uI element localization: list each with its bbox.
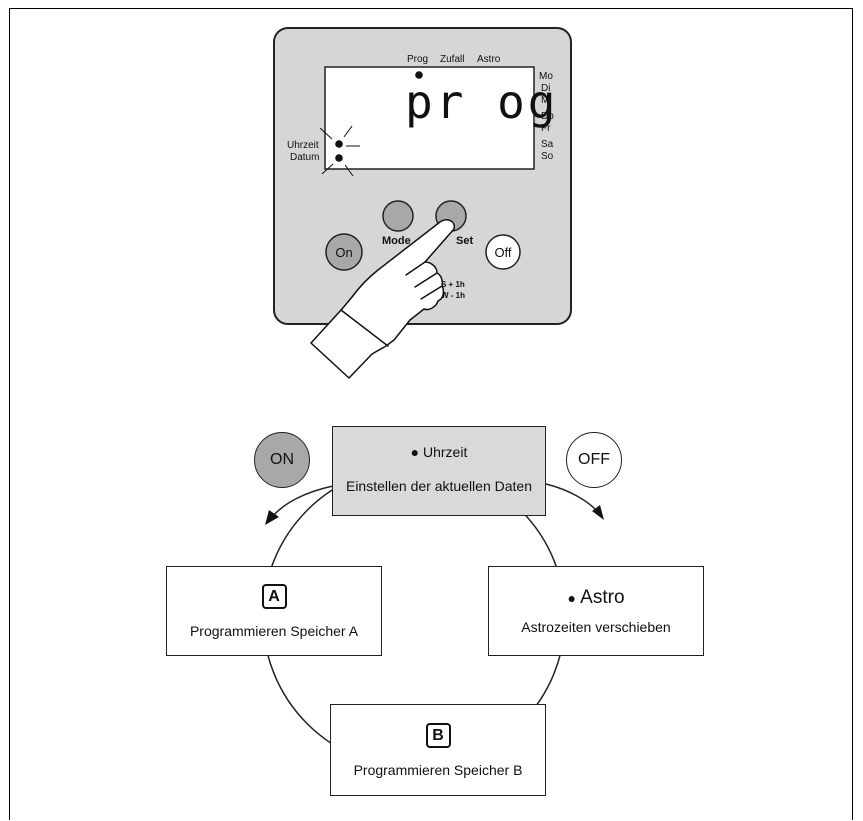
uhrzeit-indicator-dot bbox=[335, 140, 343, 148]
day-mo: Mo bbox=[539, 71, 553, 82]
day-di: Di bbox=[541, 83, 550, 94]
day-so: So bbox=[541, 151, 554, 162]
datum-indicator-dot bbox=[335, 154, 343, 162]
cycle-off-button[interactable]: OFF bbox=[566, 432, 622, 488]
box-uhrzeit bbox=[332, 426, 546, 516]
box-speicher-b bbox=[330, 704, 546, 796]
off-button-label: Off bbox=[494, 245, 511, 260]
mode-button[interactable] bbox=[382, 200, 414, 232]
lcd-display bbox=[324, 66, 535, 170]
cycle-off-label: OFF bbox=[578, 451, 610, 468]
label-uhrzeit: Uhrzeit bbox=[287, 140, 319, 151]
arrow-left-curve bbox=[271, 485, 334, 518]
day-do: Do bbox=[541, 111, 554, 122]
blink-rays bbox=[319, 125, 360, 177]
box-speicher-a-subtitle: Programmieren Speicher A bbox=[189, 622, 359, 639]
arrow-right-head bbox=[592, 505, 604, 520]
box-astro-title: Astro bbox=[580, 587, 625, 608]
box-astro-content: ● Astro Astrozeiten verschieben bbox=[488, 566, 704, 656]
memory-b-badge: B bbox=[425, 722, 451, 748]
pressing-hand-icon bbox=[310, 219, 456, 379]
box-speicher-b-subtitle: Programmieren Speicher B bbox=[353, 761, 523, 778]
arrow-right-curve bbox=[545, 483, 599, 513]
memory-a-badge: A bbox=[261, 583, 287, 609]
summer-time-label: S + 1h bbox=[441, 280, 465, 289]
label-astro: Astro bbox=[477, 54, 501, 65]
label-zufall: Zufall bbox=[440, 54, 464, 65]
box-astro-subtitle: Astrozeiten verschieben bbox=[521, 619, 671, 635]
bullet-icon: ● bbox=[567, 589, 576, 606]
figure-frame bbox=[9, 8, 853, 820]
box-uhrzeit-subtitle: Einstellen der aktuellen Daten bbox=[345, 478, 532, 494]
arrow-left-head bbox=[265, 510, 279, 525]
cycle-on-button[interactable]: ON bbox=[254, 432, 310, 488]
prog-indicator-dot bbox=[415, 71, 423, 79]
on-button[interactable] bbox=[325, 233, 363, 271]
winter-time-label: W - 1h bbox=[441, 291, 465, 300]
set-button-label: Set bbox=[456, 235, 473, 247]
box-speicher-b-content: B Programmieren Speicher B bbox=[330, 704, 546, 796]
day-sa: Sa bbox=[541, 139, 554, 150]
on-button-label: On bbox=[335, 245, 352, 260]
day-fr: Fr bbox=[541, 123, 551, 134]
box-uhrzeit-title: Uhrzeit bbox=[423, 444, 468, 460]
label-prog: Prog bbox=[407, 54, 428, 65]
box-astro bbox=[488, 566, 704, 656]
day-labels: Mo Di Mi Do Fr Sa So bbox=[539, 71, 554, 162]
cycle-on-label: ON bbox=[270, 451, 294, 468]
box-speicher-a bbox=[166, 566, 382, 656]
mode-button-label: Mode bbox=[382, 235, 411, 247]
day-mi: Mi bbox=[541, 95, 552, 106]
lcd-text: pr og bbox=[405, 75, 558, 129]
box-astro-title-row: ● Astro bbox=[567, 587, 624, 609]
bullet-icon: ● bbox=[410, 444, 420, 460]
box-uhrzeit-title-row: ● Uhrzeit bbox=[411, 444, 468, 460]
box-uhrzeit-content: ● Uhrzeit Einstellen der aktuellen Daten bbox=[332, 426, 546, 516]
box-speicher-a-content: A Programmieren Speicher A bbox=[166, 566, 382, 656]
label-datum: Datum bbox=[290, 152, 319, 163]
off-button[interactable] bbox=[485, 234, 521, 270]
